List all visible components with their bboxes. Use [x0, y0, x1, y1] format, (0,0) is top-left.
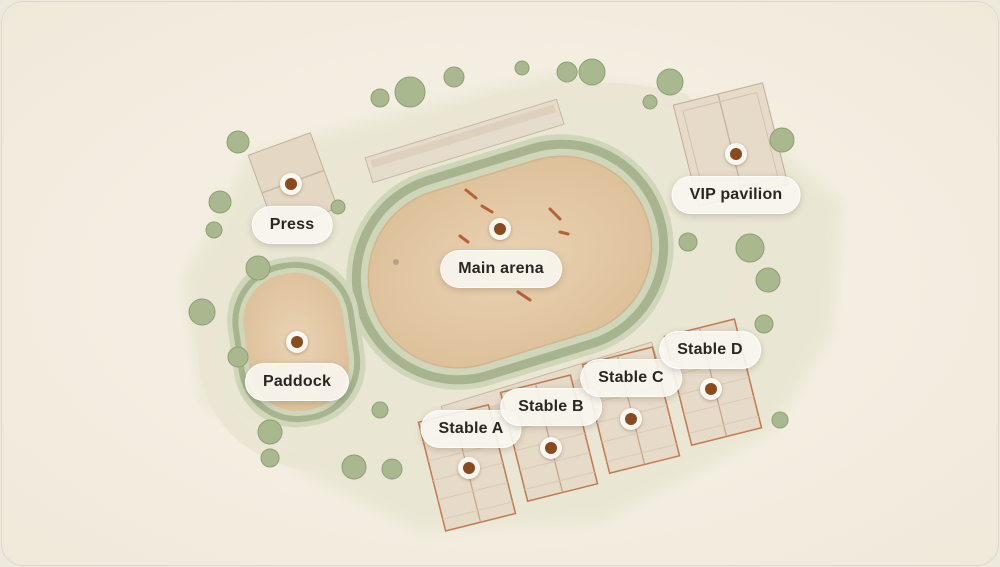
location-dot-icon[interactable] — [620, 408, 642, 430]
label-stable-c[interactable]: Stable C — [580, 359, 682, 397]
location-dot-icon[interactable] — [280, 173, 302, 195]
label-stable-b[interactable]: Stable B — [500, 388, 602, 426]
label-paddock[interactable]: Paddock — [244, 363, 350, 401]
label-main-arena[interactable]: Main arena — [440, 250, 562, 288]
location-dot-icon[interactable] — [700, 378, 722, 400]
trees — [188, 58, 795, 480]
location-dot-icon[interactable] — [286, 331, 308, 353]
location-dot-icon[interactable] — [458, 457, 480, 479]
location-dot-icon[interactable] — [540, 437, 562, 459]
arena-jump — [393, 259, 399, 265]
road — [333, 82, 756, 431]
label-vip-pavilion[interactable]: VIP pavilion — [671, 176, 801, 214]
location-dot-icon[interactable] — [489, 218, 511, 240]
arena-jumps — [458, 188, 570, 302]
label-press[interactable]: Press — [251, 206, 333, 244]
label-stable-d[interactable]: Stable D — [659, 331, 761, 369]
location-dot-icon[interactable] — [725, 143, 747, 165]
